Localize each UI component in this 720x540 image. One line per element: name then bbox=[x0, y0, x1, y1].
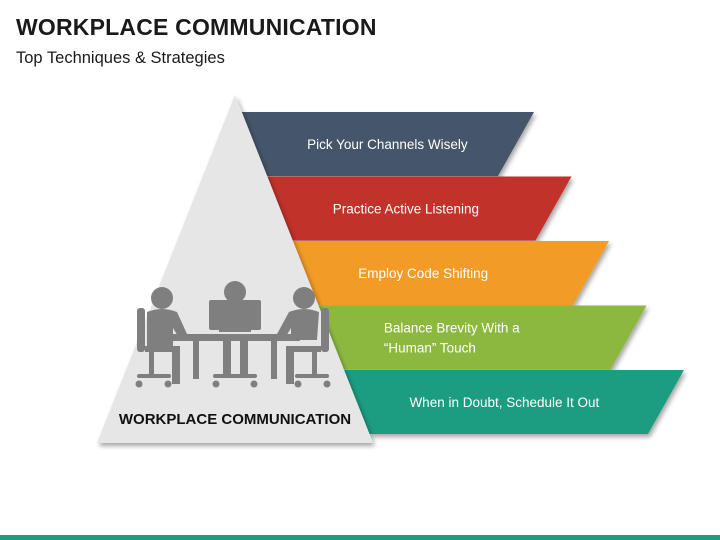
band-shape bbox=[292, 241, 609, 305]
band-shape bbox=[318, 305, 647, 370]
band-label: Balance Brevity With a bbox=[384, 321, 520, 336]
band-2: Practice Active Listening bbox=[267, 176, 572, 241]
band-3: Employ Code Shifting bbox=[292, 241, 609, 305]
band-label: “Human” Touch bbox=[384, 341, 476, 356]
band-label: Practice Active Listening bbox=[333, 202, 479, 217]
pyramid-triangle bbox=[97, 95, 373, 443]
band-4: Balance Brevity With a “Human” Touch bbox=[318, 305, 647, 370]
band-shape bbox=[267, 176, 572, 241]
band-label: Employ Code Shifting bbox=[358, 266, 488, 281]
page-subtitle: Top Techniques & Strategies bbox=[16, 49, 225, 67]
page-title: WORKPLACE COMMUNICATION bbox=[16, 14, 377, 40]
band-5: When in Doubt, Schedule It Out bbox=[344, 370, 684, 434]
band-shape bbox=[241, 112, 535, 176]
band-shape bbox=[344, 370, 684, 434]
band-label: Pick Your Channels Wisely bbox=[307, 137, 468, 152]
bottom-accent-bar bbox=[0, 535, 720, 540]
band-label: When in Doubt, Schedule It Out bbox=[409, 395, 599, 410]
triangle-label: WORKPLACE COMMUNICATION bbox=[119, 411, 351, 428]
band-1: Pick Your Channels Wisely bbox=[241, 112, 535, 176]
meeting-table-people-icon bbox=[135, 281, 331, 388]
